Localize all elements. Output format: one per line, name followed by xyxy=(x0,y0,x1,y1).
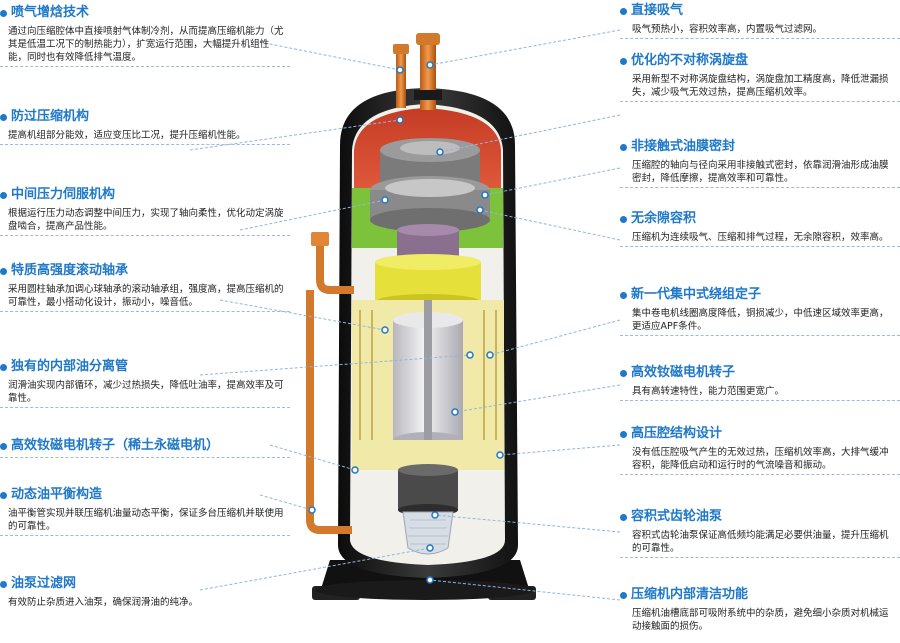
bullet-dot-icon xyxy=(620,513,627,521)
callout-title: 新一代集中式绕组定子 xyxy=(631,287,762,302)
bullet-dot-icon xyxy=(0,9,7,17)
callout-title: 优化的不对称涡旋盘 xyxy=(631,53,749,68)
callout-title: 高效钕磁电机转子（稀土永磁电机） xyxy=(11,438,220,453)
callout-desc: 润滑油实现内部循环，减少过热损失，降低吐油率，提高效率及可靠性。 xyxy=(8,380,284,404)
callout-intermediate-pressure: 中间压力伺服机构 根据运行压力动态调整中间压力，实现了轴向柔性，优化动定涡旋盘啮… xyxy=(0,186,290,236)
bullet-dot-icon xyxy=(620,369,627,377)
callout-desc: 压缩机油槽底部可吸附系统中的杂质，避免细小杂质对机械运动接触面的损伤。 xyxy=(632,608,889,632)
bullet-dot-icon xyxy=(0,580,7,588)
bullet-dot-icon xyxy=(0,267,7,275)
callout-oil-film-seal: 非接触式油膜密封 压缩腔的轴向与径向采用非接触式密封，依靠润滑油形成油膜密封，降… xyxy=(620,138,900,188)
bullet-dot-icon xyxy=(620,430,627,438)
callout-title: 油泵过滤网 xyxy=(11,576,77,591)
callout-title: 容积式齿轮油泵 xyxy=(631,509,723,524)
bullet-dot-icon xyxy=(620,143,627,151)
callout-asymmetric-scroll: 优化的不对称涡旋盘 采用新型不对称涡旋盘结构，涡旋盘加工精度高，降低泄漏损失，减… xyxy=(620,52,900,102)
oil-pump xyxy=(398,470,458,510)
callout-desc: 油平衡管实现并联压缩机油量动态平衡，保证多台压缩机并联使用的可靠性。 xyxy=(8,508,284,532)
callout-desc: 根据运行压力动态调整中间压力，实现了轴向柔性，优化动定涡旋盘啮合，提高产品性能。 xyxy=(8,208,284,232)
callout-roller-bearing: 特质高强度滚动轴承 采用圆柱轴承加调心球轴承的滚动轴承组，强度高，提高压缩机的可… xyxy=(0,262,290,312)
callout-desc: 吸气预热小，容积效率高，内置吸气过滤网。 xyxy=(632,24,823,35)
bullet-dot-icon xyxy=(620,215,627,223)
callout-desc: 没有低压腔吸气产生的无效过热，压缩机效率高，大排气缓冲容积，能降低启动和运行时的… xyxy=(632,447,889,471)
bullet-dot-icon xyxy=(0,113,7,121)
callout-title: 非接触式油膜密封 xyxy=(631,139,736,154)
callout-desc: 通过向压缩腔体中直接喷射气体制冷剂，从而提高压缩机能力（尤其是低温工况下的制热能… xyxy=(8,26,284,63)
bullet-dot-icon xyxy=(0,491,7,499)
bullet-dot-icon xyxy=(0,191,7,199)
bullet-dot-icon xyxy=(0,442,7,450)
callout-title: 动态油平衡构造 xyxy=(11,487,103,502)
callout-anti-overcompression: 防过压缩机构 提高机组部分能效，适应变压比工况，提升压缩机性能。 xyxy=(0,108,290,145)
callout-high-pressure-chamber: 高压腔结构设计 没有低压腔吸气产生的无效过热，压缩机效率高，大排气缓冲容积，能降… xyxy=(620,425,900,475)
callout-desc: 具有高转速特性，能力范围更宽广。 xyxy=(632,386,785,397)
bullet-dot-icon xyxy=(620,7,627,15)
callout-title: 喷气增焓技术 xyxy=(11,5,90,20)
callout-internal-cleaning: 压缩机内部清洁功能 压缩机油槽底部可吸附系统中的杂质，避免细小杂质对机械运动接触… xyxy=(620,586,900,633)
callout-no-clearance-volume: 无余隙容积 压缩机为连续吸气、压缩和排气过程，无余隙容积，效率高。 xyxy=(620,210,900,247)
bullet-dot-icon xyxy=(620,291,627,299)
callout-title: 高压腔结构设计 xyxy=(631,426,723,441)
oil-balance-pipe xyxy=(306,290,352,534)
callout-desc: 有效防止杂质进入油泵，确保润滑油的纯净。 xyxy=(8,597,199,608)
callout-desc: 压缩腔的轴向与径向采用非接触式密封，依靠润滑油形成油膜密封，降低摩擦，提高效率和… xyxy=(632,160,889,184)
callout-desc: 提高机组部分能效，适应变压比工况，提升压缩机性能。 xyxy=(8,130,246,141)
bullet-dot-icon xyxy=(620,57,627,65)
callout-oil-separation-pipe: 独有的内部油分离管 润滑油实现内部循环，减少过热损失，降低吐油率，提高效率及可靠… xyxy=(0,358,290,408)
callout-direct-suction: 直接吸气 吸气预热小，容积效率高，内置吸气过滤网。 xyxy=(620,2,900,39)
bullet-dot-icon xyxy=(620,591,627,599)
suction-pipe xyxy=(396,48,406,108)
callout-neodymium-rotor: 高效钕磁电机转子 具有高转速特性，能力范围更宽广。 xyxy=(620,364,900,401)
callout-title: 压缩机内部清洁功能 xyxy=(631,587,749,602)
callout-title: 中间压力伺服机构 xyxy=(11,187,116,202)
injection-pipe xyxy=(316,240,354,294)
callout-desc: 采用新型不对称涡旋盘结构，涡旋盘加工精度高，降低泄漏损失，减少吸气无效过热，提高… xyxy=(632,74,889,98)
callout-desc: 采用圆柱轴承加调心球轴承的滚动轴承组，强度高，提高压缩机的可靠性，最小搭动化设计… xyxy=(8,284,284,308)
bullet-dot-icon xyxy=(0,363,7,371)
callout-concentrated-winding-stator: 新一代集中式绕组定子 集中卷电机线圈高度降低，铜损减少，中低速区域效率更高，更适… xyxy=(620,286,900,336)
callout-title: 特质高强度滚动轴承 xyxy=(11,263,129,278)
callout-rare-earth-rotor: 高效钕磁电机转子（稀土永磁电机） xyxy=(0,437,290,458)
callout-title: 直接吸气 xyxy=(631,3,684,18)
callout-title: 独有的内部油分离管 xyxy=(11,359,129,374)
callout-desc: 集中卷电机线圈高度降低，铜损减少，中低速区域效率更高，更适应APF条件。 xyxy=(632,308,889,332)
callout-title: 无余隙容积 xyxy=(631,211,697,226)
callout-desc: 压缩机为连续吸气、压缩和排气过程，无余隙容积，效率高。 xyxy=(632,232,889,243)
callout-title: 防过压缩机构 xyxy=(11,109,90,124)
callout-gear-oil-pump: 容积式齿轮油泵 容积式齿轮油泵保证高低频均能满足必要供油量，提升压缩机的可靠性。 xyxy=(620,508,900,558)
callout-title: 高效钕磁电机转子 xyxy=(631,365,736,380)
oil-filter-mesh xyxy=(402,511,454,555)
callout-oil-balance: 动态油平衡构造 油平衡管实现并联压缩机油量动态平衡，保证多台压缩机并联使用的可靠… xyxy=(0,486,290,536)
callout-oil-pump-filter: 油泵过滤网 有效防止杂质进入油泵，确保润滑油的纯净。 xyxy=(0,575,290,609)
callout-desc: 容积式齿轮油泵保证高低频均能满足必要供油量，提升压缩机的可靠性。 xyxy=(632,530,889,554)
callout-vapor-injection: 喷气增焓技术 通过向压缩腔体中直接喷射气体制冷剂，从而提高压缩机能力（尤其是低温… xyxy=(0,4,290,67)
